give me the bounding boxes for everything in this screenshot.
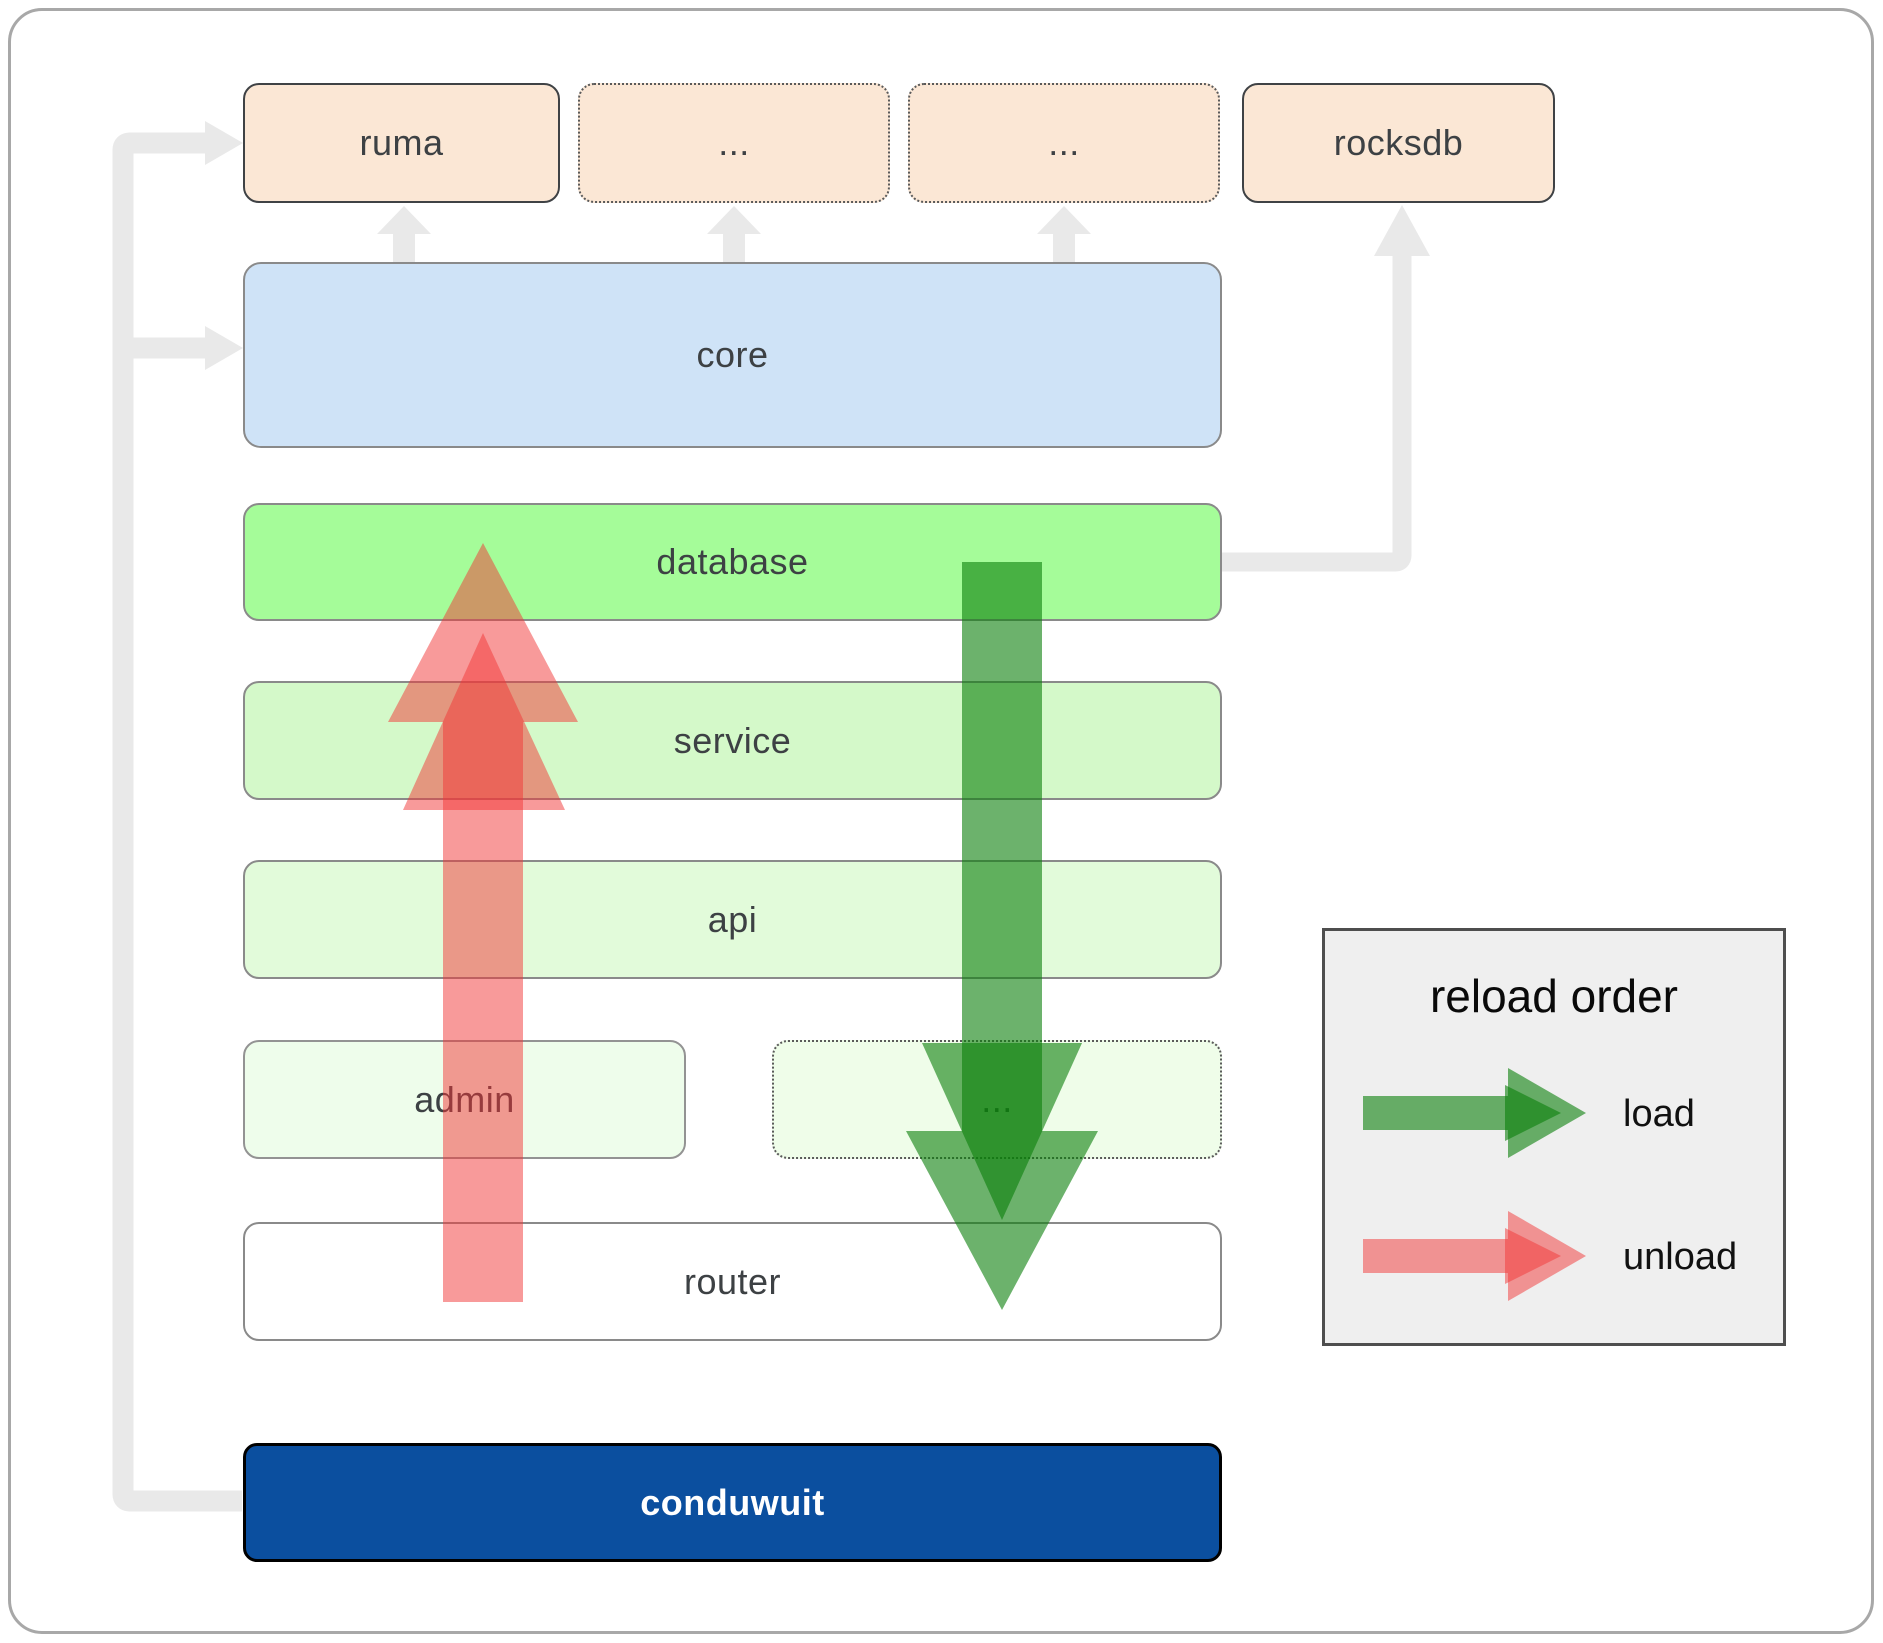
layer-service: service (243, 681, 1222, 800)
node-rocksdb-label: rocksdb (1333, 122, 1464, 163)
node-ellipsis-2: ... (908, 83, 1220, 203)
outer-frame (8, 8, 1874, 1634)
layer-router: router (243, 1222, 1222, 1341)
layer-core: core (243, 262, 1222, 448)
layer-database: database (243, 503, 1222, 621)
node-conduwuit-label: conduwuit (640, 1481, 825, 1523)
legend-unload-label: unload (1623, 1236, 1738, 1278)
node-ellipsis-row-label: ... (981, 1078, 1013, 1120)
layer-database-label: database (656, 541, 809, 582)
node-rocksdb: rocksdb (1242, 83, 1555, 203)
legend-title: reload order (1429, 970, 1679, 1022)
node-ellipsis-row: ... (772, 1040, 1222, 1159)
node-conduwuit: conduwuit (243, 1443, 1222, 1562)
node-ruma-label: ruma (359, 122, 444, 163)
node-admin: admin (243, 1040, 686, 1159)
node-ellipsis-1: ... (578, 83, 890, 203)
layer-api: api (243, 860, 1222, 979)
layer-api-label: api (707, 898, 758, 940)
node-ruma: ruma (243, 83, 560, 203)
layer-service-label: service (673, 719, 792, 761)
legend-load-label: load (1623, 1093, 1695, 1135)
node-ellipsis-1-label: ... (718, 122, 750, 163)
layer-core-label: core (696, 334, 769, 375)
layer-router-label: router (683, 1260, 782, 1302)
legend-box: reload order load unload (1322, 928, 1786, 1346)
node-admin-label: admin (414, 1078, 515, 1120)
node-ellipsis-2-label: ... (1048, 122, 1080, 163)
